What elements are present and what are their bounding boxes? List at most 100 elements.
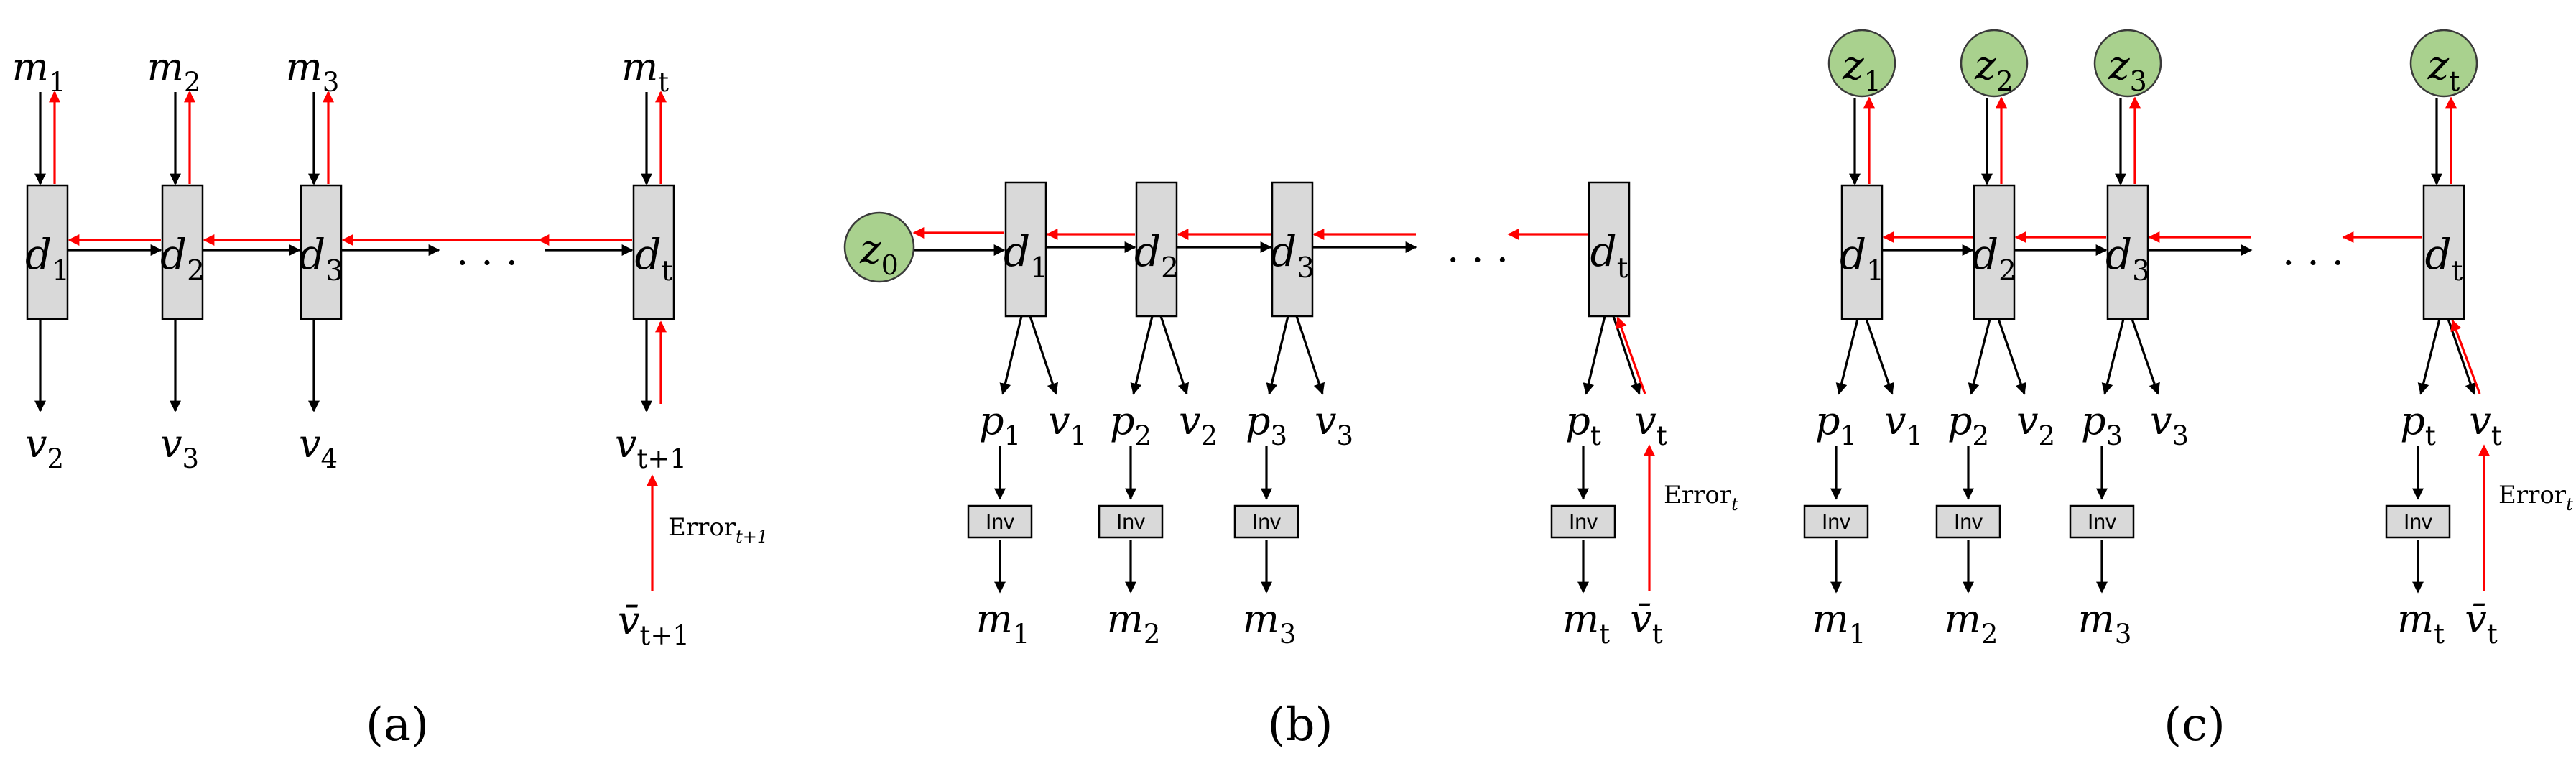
inv-3-b-label: Inv [1252, 510, 1281, 534]
arrow-grad-v-t-b [1616, 316, 1646, 394]
block-label-d-1-c-sub: 1 [1866, 255, 1884, 287]
caption-c: (c) [2164, 698, 2225, 752]
target-vbar-t+1: v̄t+1 [618, 598, 690, 651]
block-d-1-b [1004, 181, 1047, 318]
output-m-1-b-base: m [976, 596, 1013, 642]
output-v-3-c-base: v [2150, 398, 2172, 443]
output-p-3-b: p3 [1246, 398, 1287, 451]
ellipsis-b: . . . [1447, 226, 1509, 271]
block-label-d-3-base: d [299, 230, 325, 279]
arrow-to-p-1-c [1835, 318, 1859, 395]
target-vbar-t+1-base: v̄ [618, 598, 640, 643]
output-v-1-c-base: v [1884, 398, 1906, 443]
error-label-c-word: Error [2498, 481, 2567, 509]
block-label-d-1-sub: 1 [52, 255, 70, 287]
error-label-a-sub: t+1 [736, 527, 768, 547]
output-p-1-b: p1 [979, 398, 1021, 451]
output-m-1-c-base: m [1812, 596, 1849, 642]
output-p-2-c: p2 [1947, 398, 1989, 451]
target-vbar-t-b: v̄t [1630, 596, 1663, 650]
target-vbar-t-c: v̄t [2465, 596, 2498, 650]
output-p-3-b-base: p [1246, 398, 1271, 443]
error-label-c: Errort [2498, 481, 2573, 514]
input-m-2-sub: 2 [184, 67, 201, 98]
inv-3-c-label: Inv [2088, 510, 2116, 534]
output-v-3-base: v [160, 421, 182, 466]
block-label-d-t-sub: t [662, 255, 673, 287]
latent-label-z-t: zt [2427, 42, 2460, 97]
inv-3-b-box [1233, 504, 1299, 539]
error-label-b-sub: t [1731, 494, 1738, 514]
output-v-2-sub: 2 [47, 443, 64, 474]
output-v-1-b-sub: 1 [1070, 420, 1087, 451]
initial-state-label-z0: z0 [859, 226, 899, 281]
output-v-3-sub: 3 [182, 443, 199, 474]
input-m-1-sub: 1 [49, 67, 66, 98]
block-label-d-2-b: d2 [1134, 227, 1179, 285]
output-v-t+1: vt+1 [615, 421, 687, 474]
error-label-a: Errort+1 [668, 513, 768, 547]
output-v-1-c: v1 [1884, 398, 1923, 451]
latent-label-z-3-base: z [2108, 42, 2130, 89]
output-m-1-b: m1 [976, 596, 1030, 650]
block-label-d-t-c: dt [2425, 230, 2463, 287]
latent-z-2 [1960, 29, 2029, 98]
output-v-3-b-sub: 3 [1336, 420, 1353, 451]
latent-z-3 [2093, 29, 2162, 98]
block-label-d-t-b-base: d [1590, 227, 1617, 276]
output-p-3-c: p3 [2081, 398, 2123, 451]
output-p-2-b-base: p [1110, 398, 1135, 443]
output-v-t-c: vt [2469, 398, 2502, 451]
output-m-t-b-sub: t [1599, 619, 1610, 650]
input-m-2: m2 [147, 45, 201, 98]
error-label-b: Errort [1664, 481, 1738, 514]
block-label-d-1-c: d1 [1840, 230, 1884, 287]
arrow-to-p-1-b [999, 315, 1023, 395]
output-v-3: v3 [160, 421, 199, 474]
arrows-layer [34, 91, 2490, 594]
input-m-t-base: m [621, 45, 658, 90]
output-v-2-b-base: v [1179, 398, 1201, 443]
output-v-4-sub: 4 [320, 443, 338, 474]
block-label-d-3-c: d3 [2105, 230, 2150, 287]
output-v-t-c-base: v [2469, 398, 2491, 443]
ellipsis-c: . . . [2282, 229, 2344, 274]
output-p-t-c: pt [2400, 398, 2436, 451]
output-p-2-b: p2 [1110, 398, 1152, 451]
block-label-d-2: d2 [160, 230, 205, 287]
block-label-d-2-sub: 2 [187, 255, 205, 287]
output-v-2-b: v2 [1179, 398, 1218, 451]
target-vbar-t-c-base: v̄ [2465, 596, 2487, 642]
inv-2-b-label: Inv [1116, 510, 1145, 534]
arrow-to-v-3-b [1295, 315, 1325, 395]
arrow-to-v-2-b [1159, 315, 1190, 395]
arrow-to-p-2-c [1968, 318, 1991, 395]
block-label-d-t-c-sub: t [2452, 255, 2463, 287]
inv-1-c-box [1803, 504, 1869, 539]
output-p-1-c: p1 [1815, 398, 1857, 451]
block-d-3-c [2106, 184, 2149, 320]
block-label-d-t-b: dt [1590, 227, 1628, 285]
output-v-t+1-base: v [615, 421, 637, 466]
output-p-t-b: pt [1565, 398, 1601, 451]
output-m-t-b: mt [1562, 596, 1610, 650]
arrow-to-p-2-b [1130, 315, 1154, 395]
output-v-2-b-sub: 2 [1200, 420, 1218, 451]
output-p-t-c-sub: t [2425, 420, 2436, 451]
output-m-t-c-base: m [2397, 596, 2434, 642]
arrow-to-v-2-c [1997, 318, 2026, 395]
latent-label-z-2-base: z [1974, 42, 1996, 89]
inv-3-c-box [2069, 504, 2135, 539]
block-label-d-1-c-base: d [1840, 230, 1866, 279]
output-p-3-c-sub: 3 [2106, 420, 2123, 451]
latent-z-1 [1827, 29, 1896, 98]
output-v-t-b: vt [1634, 398, 1667, 451]
block-d-1-c [1840, 184, 1884, 320]
latent-label-z-2: z2 [1974, 42, 2014, 97]
output-p-t-c-base: p [2400, 398, 2425, 443]
output-p-3-b-sub: 3 [1271, 420, 1288, 451]
block-d-3-b [1271, 181, 1314, 318]
latent-label-z-t-sub: t [2449, 65, 2460, 97]
output-p-t-b-base: p [1565, 398, 1590, 443]
ellipsis-a: . . . [456, 229, 518, 274]
